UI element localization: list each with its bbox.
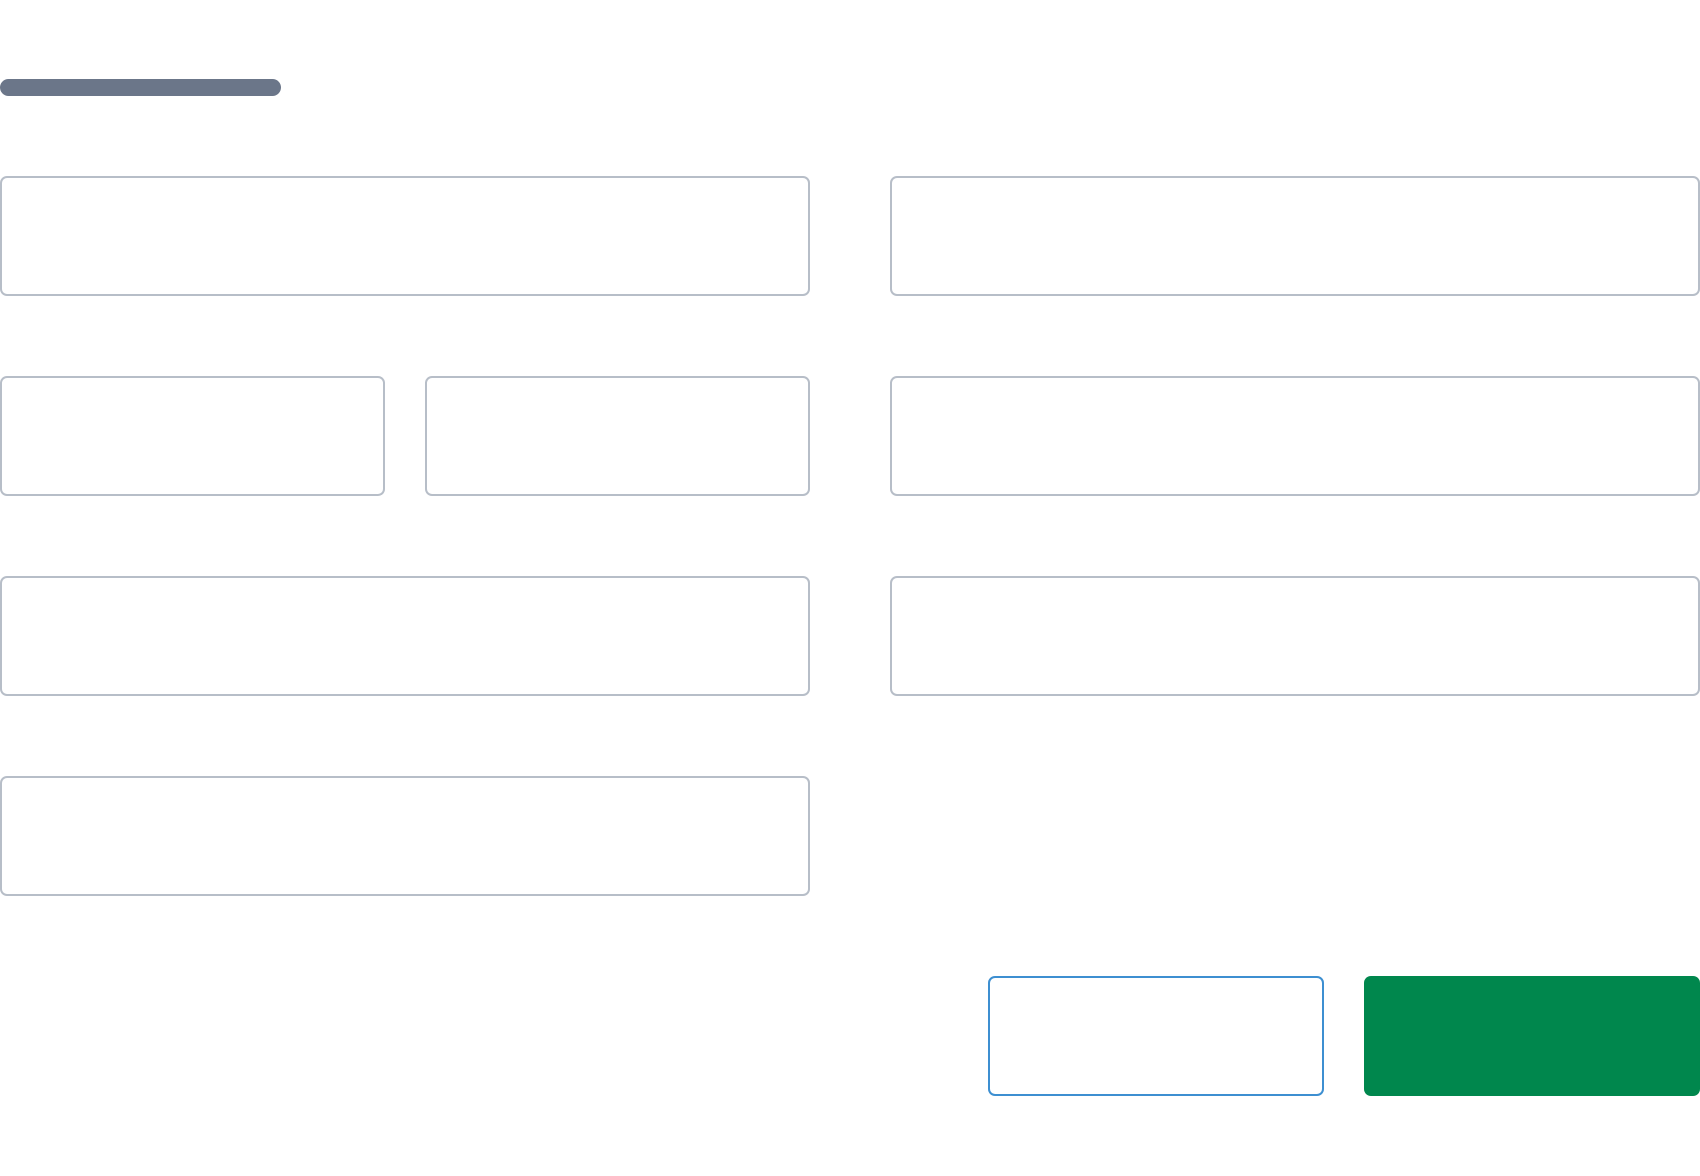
form-title-placeholder xyxy=(0,79,281,96)
form-field-7[interactable] xyxy=(890,576,1700,696)
form-field-4[interactable] xyxy=(425,376,810,496)
form-field-5[interactable] xyxy=(890,376,1700,496)
form-field-3[interactable] xyxy=(0,376,385,496)
form-field-1[interactable] xyxy=(0,176,810,296)
form-field-2[interactable] xyxy=(890,176,1700,296)
secondary-button[interactable] xyxy=(988,976,1324,1096)
form-field-8[interactable] xyxy=(0,776,810,896)
primary-button[interactable] xyxy=(1364,976,1700,1096)
form-field-6[interactable] xyxy=(0,576,810,696)
